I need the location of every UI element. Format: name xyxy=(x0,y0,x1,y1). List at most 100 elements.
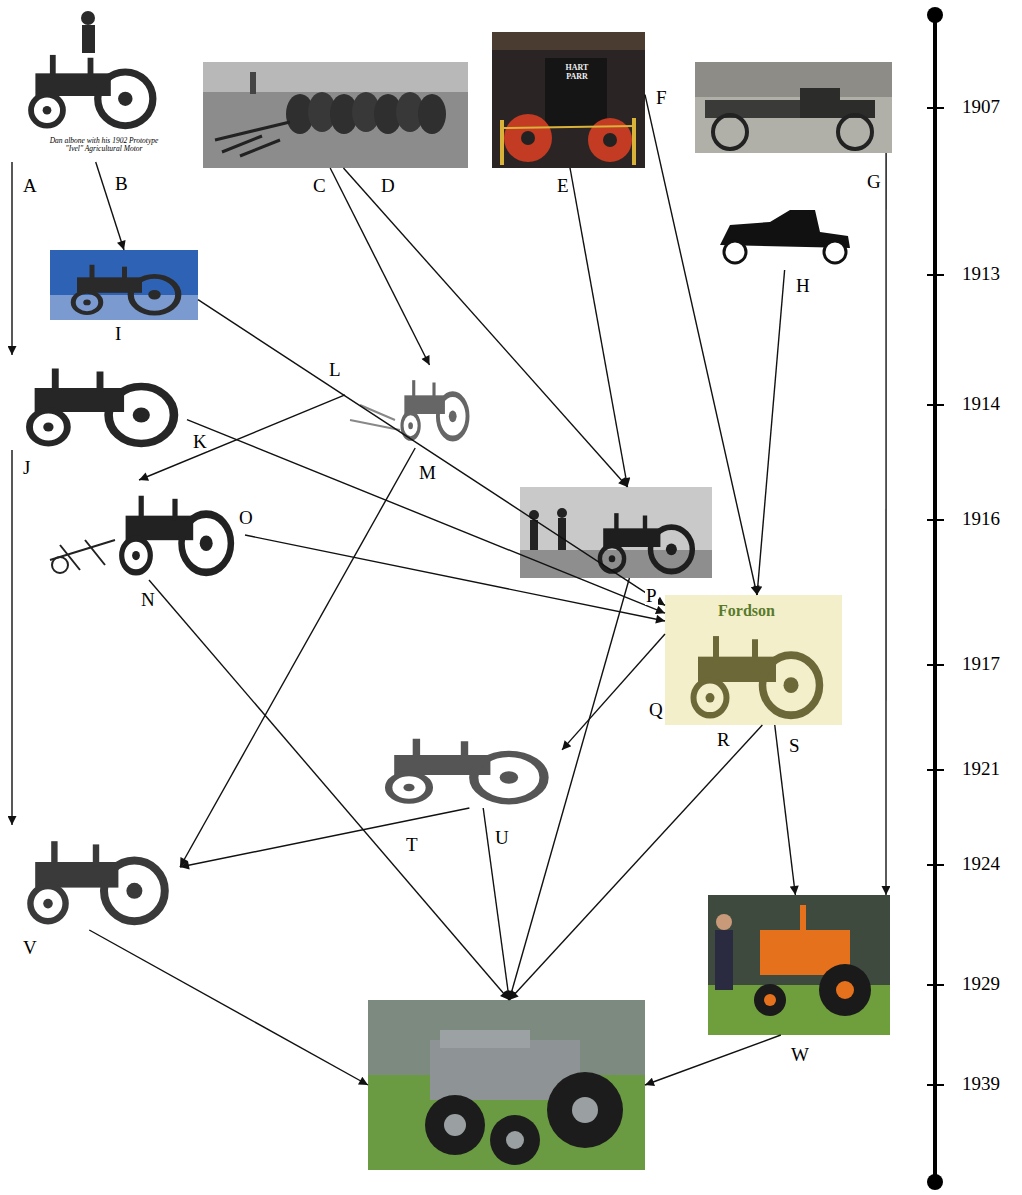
model-t-drawing xyxy=(824,241,846,263)
tractor-drawing xyxy=(29,369,173,444)
brand-text: Fordson xyxy=(718,602,775,620)
year-label: 1917 xyxy=(962,654,1000,675)
truck-photo xyxy=(695,62,892,97)
node-letter: A xyxy=(22,176,38,195)
node-letter: W xyxy=(790,1045,810,1064)
truck-photo xyxy=(713,115,747,149)
fordson-drawing xyxy=(665,595,842,725)
lineage-arrow xyxy=(180,808,469,867)
ivel-museum-photo xyxy=(50,250,198,320)
tractor-picture: JK xyxy=(12,355,187,450)
node-letter: U xyxy=(494,828,510,847)
node-letter: O xyxy=(238,508,254,527)
lineage-arrow xyxy=(885,153,886,895)
field-tractor-photo xyxy=(529,510,539,520)
timeline-axis xyxy=(927,1174,943,1190)
year-label: 1929 xyxy=(962,974,1000,995)
node-letter: C xyxy=(312,176,327,195)
truck-photo xyxy=(705,100,800,118)
node-letter: M xyxy=(418,463,437,482)
grey-tractor-photo xyxy=(368,1000,645,1170)
horse-plough-photo xyxy=(203,62,468,168)
fordson-drawing xyxy=(694,636,820,715)
horse-plough-photo xyxy=(418,94,446,134)
model-t-drawing xyxy=(724,241,746,263)
orange-tractor-photo xyxy=(754,984,786,1016)
lineage-arrow xyxy=(149,580,509,1000)
horse-plough-photo xyxy=(203,62,468,92)
lineage-arrow xyxy=(509,578,629,1000)
field-tractor-photo xyxy=(520,487,712,578)
timeline-axis xyxy=(927,108,944,1085)
hart-parr-photo xyxy=(603,133,617,147)
year-label: 1914 xyxy=(962,394,1000,415)
hart-parr-photo xyxy=(545,58,607,126)
year-label: 1939 xyxy=(962,1074,1000,1095)
orange-tractor-photo xyxy=(715,930,733,990)
ivel-museum-photo xyxy=(50,250,198,320)
international-drawing xyxy=(389,739,544,802)
motor-plough-drawing xyxy=(52,557,68,573)
grey-tractor-photo xyxy=(368,1000,645,1170)
international-drawing xyxy=(365,725,562,808)
truck-photo xyxy=(838,115,872,149)
field-tractor-photo xyxy=(530,520,538,550)
hart-parr-photo xyxy=(502,126,634,128)
lineage-arrow xyxy=(89,930,368,1085)
node-letter: N xyxy=(140,590,156,609)
motor-plough-sketch xyxy=(345,365,475,448)
field-tractor-photo xyxy=(557,508,567,518)
tractor-picture: EF xyxy=(492,32,645,168)
grey-tractor-photo xyxy=(444,1114,466,1136)
node-letter: I xyxy=(114,324,122,343)
orange-tractor-photo xyxy=(819,964,871,1016)
ivel-drawing xyxy=(31,55,153,126)
year-label: 1921 xyxy=(962,759,1000,780)
field-tractor-photo xyxy=(520,487,712,578)
hart-parr-photo xyxy=(500,120,504,165)
year-label: 1913 xyxy=(962,264,1000,285)
lineage-arrow xyxy=(645,1035,781,1085)
lineage-arrow xyxy=(645,95,757,595)
tractor-picture: CD xyxy=(203,62,468,168)
orange-tractor-photo xyxy=(764,994,776,1006)
grey-tractor-photo xyxy=(572,1097,598,1123)
lineage-arrow xyxy=(330,168,429,365)
model-t-drawing xyxy=(703,198,857,270)
ivel-drawing xyxy=(81,11,95,25)
grey-tractor-photo xyxy=(490,1115,540,1165)
tractor-picture: G xyxy=(695,62,892,153)
lineage-arrow xyxy=(139,395,345,480)
grey-tractor-photo xyxy=(440,1030,530,1048)
row-crop-drawing xyxy=(12,825,180,930)
node-letter: R xyxy=(716,730,731,749)
hart-parr-photo xyxy=(588,118,632,162)
grey-tractor-photo xyxy=(547,1072,623,1148)
motor-plough-sketch xyxy=(345,365,475,448)
hart-parr-photo xyxy=(492,32,645,168)
hart-parr-photo xyxy=(492,32,645,50)
orange-tractor-photo xyxy=(708,895,890,1035)
node-letter: D xyxy=(380,176,396,195)
orange-tractor-photo xyxy=(836,981,854,999)
tractor-picture: NO xyxy=(45,480,245,580)
node-letter: T xyxy=(405,835,419,854)
hart-parr-photo xyxy=(492,32,645,168)
brand-text: HART PARR xyxy=(562,64,592,82)
timeline-axis xyxy=(927,7,943,23)
tractor-picture xyxy=(368,1000,645,1170)
international-drawing xyxy=(365,725,562,808)
timeline-axis xyxy=(933,15,937,1182)
truck-photo xyxy=(800,88,840,118)
lineage-arrow xyxy=(11,450,12,825)
fordson-drawing xyxy=(665,595,842,725)
field-tractor-photo xyxy=(600,513,692,571)
node-letter: F xyxy=(655,88,668,107)
tractor-picture: W xyxy=(708,895,890,1035)
tractor-picture: I xyxy=(50,250,198,320)
tractor-picture: H xyxy=(703,198,857,270)
horse-plough-photo xyxy=(203,62,468,168)
tractor-picture: TU xyxy=(365,725,562,808)
node-letter: S xyxy=(788,736,801,755)
tractor-picture: P xyxy=(520,487,712,578)
